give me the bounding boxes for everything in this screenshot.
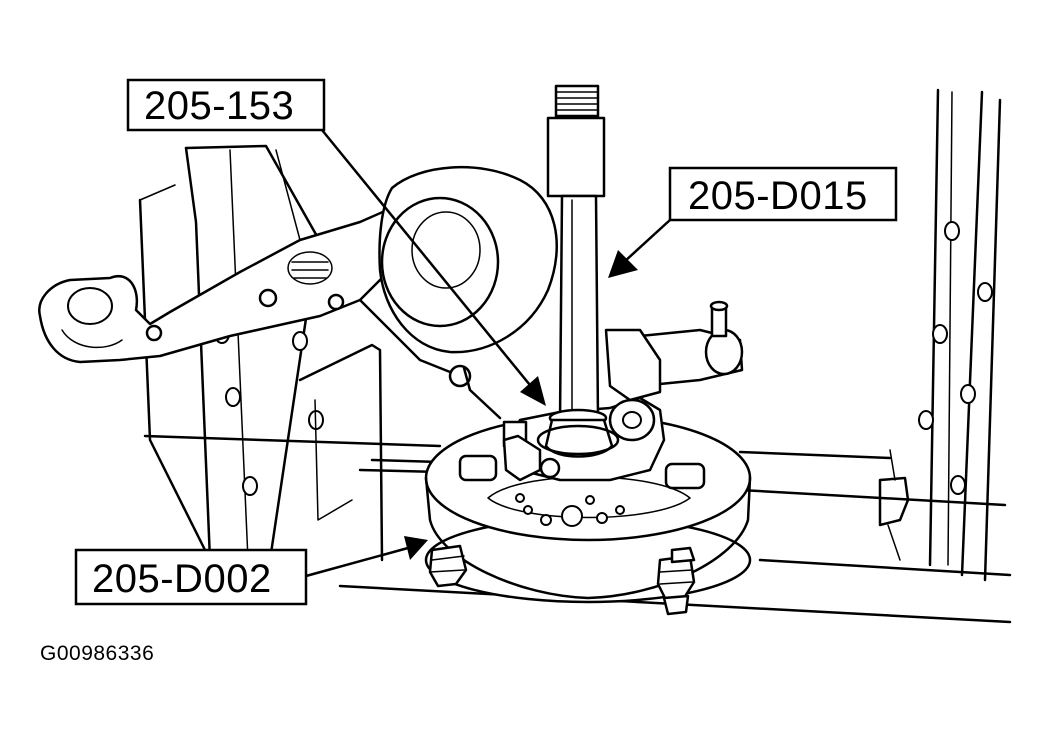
callout-box-205-153: [126, 78, 326, 132]
callout-205-d015: 205-D015: [608, 166, 898, 278]
strut-seat: [378, 165, 558, 354]
arrow-205-153: [520, 376, 546, 406]
callout-label-205-d002: 205-D002: [92, 557, 272, 601]
installer-shaft: [536, 84, 620, 458]
callout-box-205-d002: [74, 548, 308, 606]
callout-label-205-153: 205-153: [144, 84, 294, 128]
right-frame-rail: [878, 88, 1002, 582]
callout-box-205-d015: [668, 166, 898, 222]
arrow-205-d015: [608, 250, 638, 278]
callout-label-205-d015: 205-D015: [688, 174, 868, 218]
control-arm: [38, 198, 452, 374]
wheel-studs: [428, 544, 696, 616]
figure-id: G00986336: [40, 642, 155, 665]
arrow-205-d002: [404, 536, 428, 560]
left-frame-rail: [138, 144, 384, 562]
callout-205-153: 205-153: [126, 78, 546, 406]
callout-205-d002: 205-D002: [74, 536, 428, 606]
